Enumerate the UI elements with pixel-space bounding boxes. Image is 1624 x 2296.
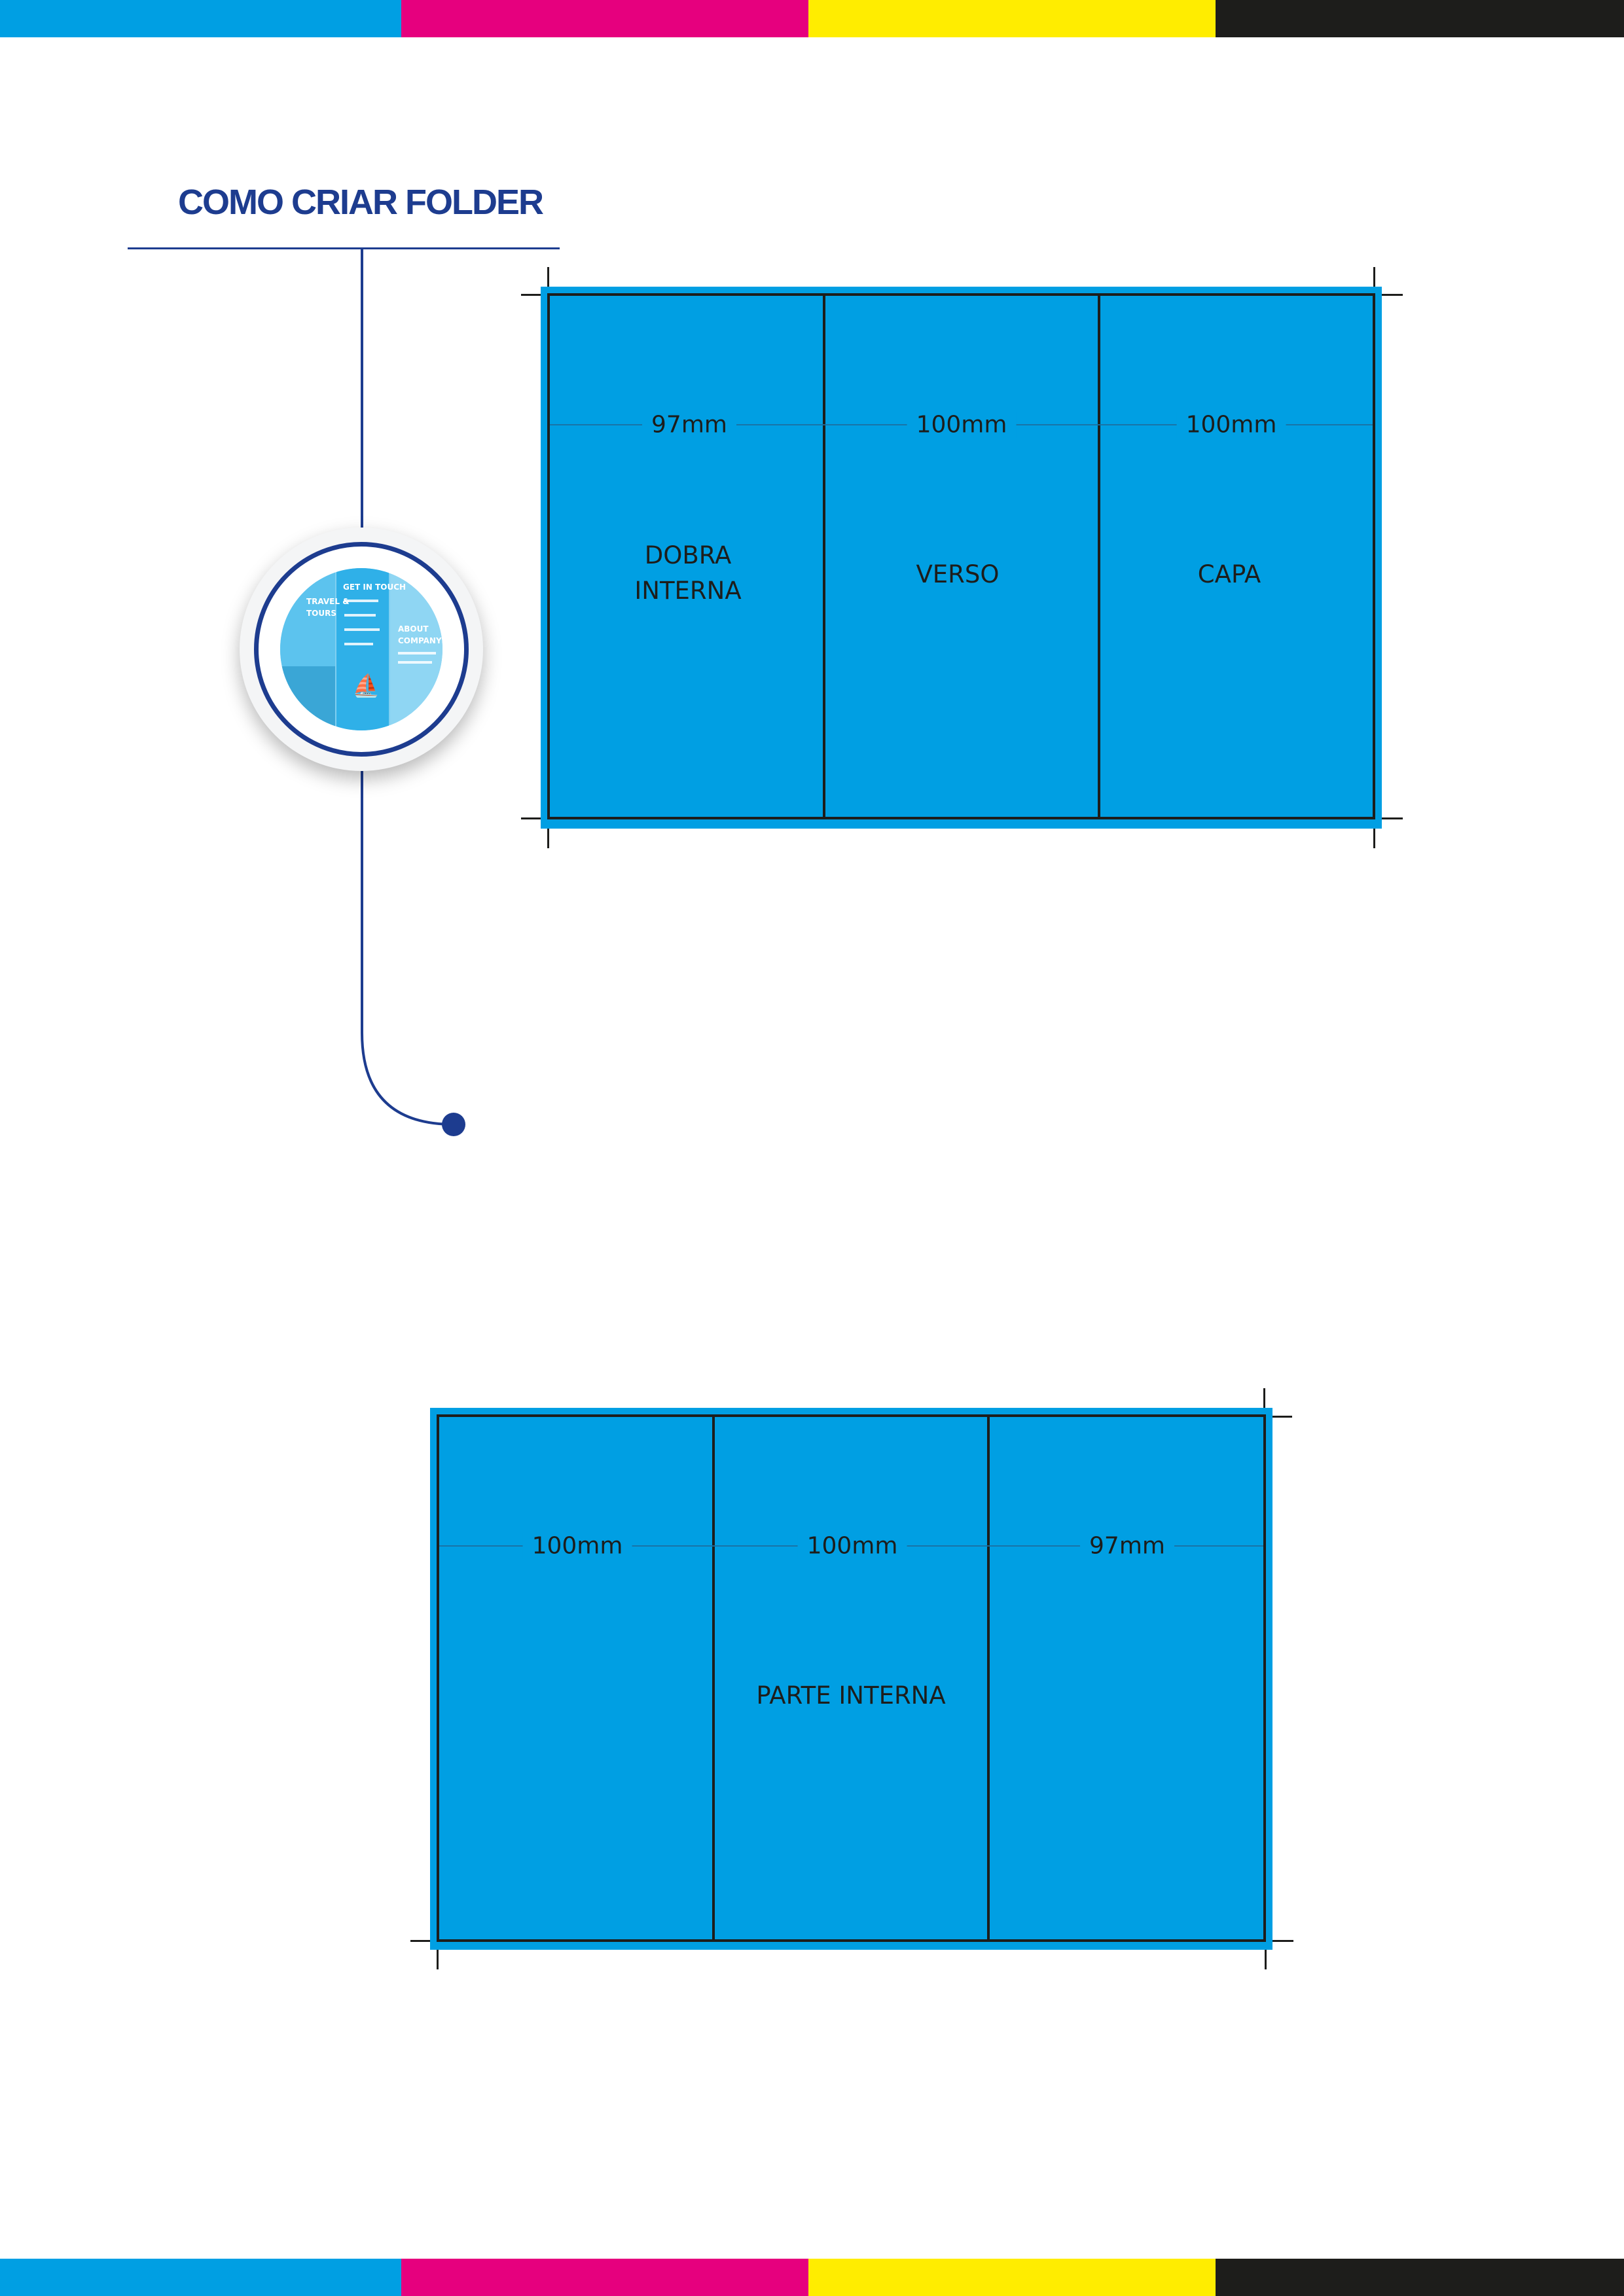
timeline-end-dot (442, 1113, 465, 1136)
thumbnail-travel-text: TRAVEL & (306, 597, 350, 606)
thumbnail-text-line (344, 600, 378, 602)
crop-mark (1272, 1416, 1292, 1418)
crop-mark (1263, 1388, 1265, 1408)
thumbnail-text-line (344, 643, 373, 645)
panel-width-measure: 100mm (797, 1532, 907, 1560)
cyan-swatch (0, 2259, 401, 2296)
thumbnail-text-line (398, 652, 436, 655)
folder-thumbnail-image: TRAVEL & TOURS GET IN TOUCH ABOUT COMPAN… (280, 568, 442, 730)
crop-mark (1265, 1950, 1267, 1969)
sailboat-icon: ⛵ (352, 673, 380, 698)
panel-width-measure: 100mm (907, 411, 1017, 439)
fold-line (712, 1414, 715, 1942)
thumbnail-about-text: ABOUT (398, 624, 429, 634)
panel-label-line: INTERNA (634, 577, 742, 605)
thumbnail-tours-text: TOURS (306, 609, 337, 618)
thumbnail-panel-center (336, 568, 389, 730)
timeline-connector (361, 249, 465, 1136)
panel-label-capa: CAPA (1197, 560, 1261, 588)
yellow-swatch (808, 2259, 1216, 2296)
panel-width-measure: 100mm (1176, 411, 1286, 439)
thumbnail-text-line (398, 661, 432, 664)
bleed-area (541, 287, 1382, 829)
yellow-swatch (808, 0, 1216, 37)
thumbnail-text-line (344, 628, 380, 631)
crop-mark (437, 1950, 439, 1969)
crop-mark (521, 294, 541, 296)
trim-border (547, 293, 1375, 819)
black-swatch (1216, 0, 1624, 37)
cmyk-color-bar-top (0, 0, 1624, 37)
thumbnail-panel-right (390, 568, 442, 730)
crop-mark (547, 829, 549, 848)
crop-mark (1382, 817, 1403, 819)
crop-mark (1382, 294, 1403, 296)
bleed-area (430, 1408, 1272, 1950)
crop-mark (1373, 829, 1375, 848)
thumbnail-company-text: COMPANY (398, 636, 442, 645)
crop-mark (410, 1940, 430, 1942)
title-underline (128, 247, 560, 249)
panel-label-dobra-interna: DOBRA INTERNA (634, 538, 741, 609)
cyan-swatch (0, 0, 401, 37)
cmyk-color-bar-bottom (0, 2259, 1624, 2296)
thumbnail-get-in-touch-text: GET IN TOUCH (343, 583, 406, 592)
trim-border (437, 1414, 1266, 1942)
panel-width-measure: 97mm (642, 411, 736, 439)
magenta-swatch (401, 2259, 808, 2296)
fold-line (823, 293, 825, 819)
fold-line (1098, 293, 1100, 819)
magenta-swatch (401, 0, 808, 37)
panel-label-parte-interna: PARTE INTERNA (756, 1681, 946, 1710)
crop-mark (1373, 267, 1375, 287)
crop-mark (1272, 1940, 1293, 1942)
timeline-line-lower (361, 771, 454, 1126)
thumbnail-text-line (344, 614, 376, 617)
crop-mark (521, 817, 541, 819)
crop-mark (547, 267, 549, 287)
panel-label-line: DOBRA (644, 541, 732, 569)
thumbnail-sea-image (280, 666, 335, 730)
page-title: COMO CRIAR FOLDER (178, 183, 544, 222)
panel-width-measure: 97mm (1080, 1532, 1174, 1560)
panel-label-verso: VERSO (916, 560, 1000, 588)
fold-line (987, 1414, 990, 1942)
black-swatch (1216, 2259, 1624, 2296)
panel-width-measure: 100mm (522, 1532, 632, 1560)
